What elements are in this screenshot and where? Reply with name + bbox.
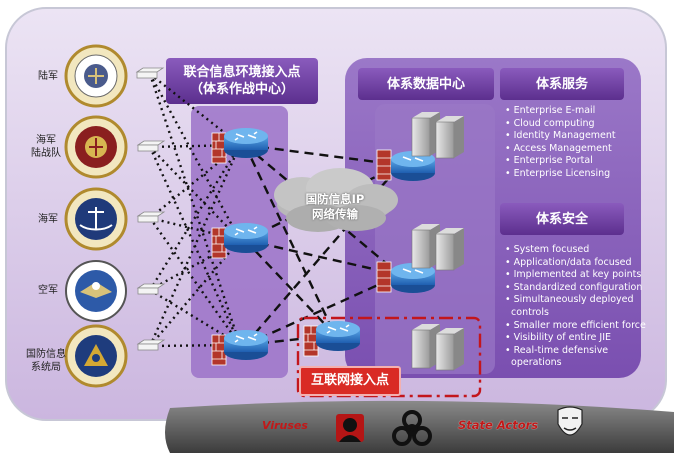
seal-army: [64, 44, 128, 108]
edge-router-1: [211, 128, 268, 164]
security-title: 体系安全: [535, 212, 588, 227]
joint-access-title: 联合信息环境接入点 （体系作战中心）: [183, 65, 301, 97]
org-switches: [135, 67, 166, 351]
internet-router: [303, 321, 360, 357]
services-list: • Enterprise E-mail • Cloud computing • …: [505, 105, 616, 181]
seal-marine-corps: [64, 115, 128, 179]
edge-router-3: [211, 330, 268, 366]
services-item: • Enterprise E-mail: [505, 105, 596, 116]
services-item: • Enterprise Portal: [505, 155, 593, 167]
services-item: • Enterprise Licensing: [505, 167, 611, 179]
ip-network-cloud: [274, 168, 398, 232]
server-rack-2: [411, 224, 464, 271]
services-title: 体系服务: [535, 77, 588, 92]
threat-viruses-label: Viruses: [262, 419, 308, 432]
data-center-title-box: [358, 68, 494, 100]
server-rack-1: [411, 112, 464, 159]
seal-navy: [64, 187, 128, 251]
org-label-marine-corps: 海军陆战队: [31, 135, 61, 159]
anonymous-mask-icon: [557, 406, 583, 436]
security-list: • System focused • Application/data focu…: [505, 244, 646, 370]
security-item: controls: [511, 306, 549, 318]
services-item: • Access Management: [505, 142, 612, 154]
security-item: • Application/data focused: [505, 256, 632, 268]
hacker-icon: [336, 414, 364, 442]
services-title-box: [500, 68, 624, 100]
org-label-navy: 海军: [38, 214, 58, 225]
org-label-army: 陆军: [38, 71, 58, 82]
services-item: • Cloud computing: [505, 117, 595, 129]
org-label-disa: 国防信息系统局: [26, 349, 66, 373]
dc-router-1: [376, 149, 435, 181]
data-center-title: 体系数据中心: [386, 77, 465, 92]
seal-air-force: [65, 260, 127, 322]
ip-network-label: 国防信息IP 网络传输: [305, 192, 365, 221]
org-label-air-force: 空军: [38, 285, 58, 296]
security-item: • Standardized configuration: [505, 281, 643, 293]
security-item: • Real-time defensive: [505, 344, 609, 356]
biohazard-icon: [392, 410, 432, 446]
security-item: • Visibility of entire JIE: [505, 332, 612, 344]
joint-access-title-box: [166, 58, 318, 104]
internet-access-region: [296, 316, 482, 398]
security-title-box: [500, 203, 624, 235]
seal-disa: [64, 324, 128, 388]
security-item: • Smaller more efficient force: [505, 319, 646, 331]
server-rack-3: [411, 324, 464, 371]
threat-state-actors-label: State Actors: [458, 418, 539, 432]
security-item: • Simultaneously deployed: [505, 294, 634, 306]
security-item: • Implemented at key points: [505, 269, 642, 281]
edge-router-2: [211, 223, 268, 259]
security-item: • System focused: [505, 244, 590, 255]
security-item: operations: [511, 357, 562, 369]
internet-access-label: 互联网接入点: [299, 366, 401, 396]
services-item: • Identity Management: [505, 130, 616, 142]
